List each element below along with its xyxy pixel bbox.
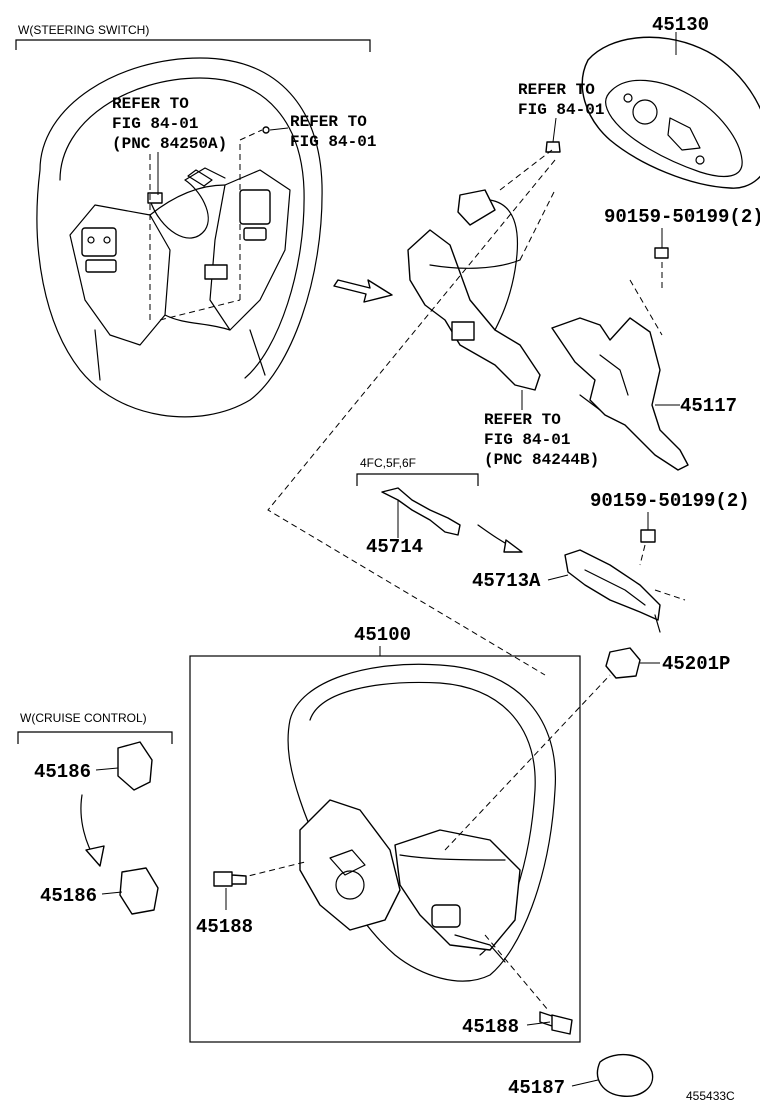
label-45714: 45714 [366, 536, 423, 558]
label-90159-top: 90159-50199(2) [604, 206, 760, 228]
label-45117: 45117 [680, 395, 737, 417]
label-45186-a: 45186 [34, 761, 91, 783]
label-45187: 45187 [508, 1077, 565, 1099]
variant-label: 4FC,5F,6F [360, 456, 416, 470]
cap-45187-icon [596, 1053, 654, 1097]
ref-c-line2: FIG 84-01 [518, 101, 604, 119]
screw-icon [545, 141, 561, 153]
nut-dashed-line [444, 674, 611, 851]
bolt-icon [654, 247, 669, 259]
part-45201p-nut: 45201P [605, 647, 730, 679]
label-45130: 45130 [652, 14, 709, 36]
steering-wheel-illustration [287, 663, 557, 982]
assembly-arrow-icon [333, 279, 393, 303]
cruise-control-group-label: W(CRUISE CONTROL) [20, 711, 147, 725]
label-45188-a: 45188 [196, 916, 253, 938]
bolt-mid-icon [640, 529, 656, 543]
assembly-dashed-line [267, 159, 556, 676]
bolt-a-dashed-line [239, 861, 306, 879]
part-45100-frame [189, 655, 581, 1043]
ref-a-line1: REFER TO [112, 95, 189, 113]
label-45186-b: 45186 [40, 885, 97, 907]
switch-45186-b-icon [119, 867, 159, 915]
steering-switch-group: W(STEERING SWITCH) [15, 23, 376, 418]
label-90159-mid: 90159-50199(2) [590, 490, 750, 512]
ref-d-line1: REFER TO [484, 411, 561, 429]
label-45713a: 45713A [472, 570, 541, 592]
part-90159-50199-top: 90159-50199(2) [604, 206, 760, 336]
part-45714-illustration [381, 487, 461, 536]
label-45100: 45100 [354, 624, 411, 646]
cruise-control-group: W(CRUISE CONTROL) 45186 45186 [17, 711, 173, 915]
refer-fig-84-01-c: REFER TO FIG 84-01 [518, 81, 604, 153]
part-45100-steering-wheel: 45100 45188 45188 [189, 624, 611, 1043]
part-45130-airbag-pad: 45130 [581, 14, 760, 189]
ref-d-line2: FIG 84-01 [484, 431, 570, 449]
part-45713a-cover: 45713A [472, 549, 661, 633]
steering-switch-bracket [15, 39, 371, 52]
bolt-b-dashed-line [484, 934, 549, 1011]
cruise-arrow-head-icon [85, 845, 105, 867]
part-45187-cap: 45187 [508, 1053, 654, 1099]
bolt-45188-a-icon [213, 871, 247, 887]
label-45188-b: 45188 [462, 1016, 519, 1038]
switch-45186-a-icon [117, 741, 153, 791]
part-90159-50199-mid: 90159-50199(2) [590, 490, 750, 601]
variant-arrow-head-icon [503, 539, 523, 553]
ref-b-line1: REFER TO [290, 113, 367, 131]
label-45201p: 45201P [662, 653, 730, 675]
refer-fig-84-01-pnc-84244b: REFER TO FIG 84-01 (PNC 84244B) [484, 390, 599, 469]
steering-pad-harness [407, 149, 556, 391]
ref-a-line3: (PNC 84250A) [112, 135, 227, 153]
steering-switch-assembly-illustration [36, 57, 323, 418]
variant-group-4fc-5f-6f: 4FC,5F,6F 45714 [356, 456, 479, 558]
nut-icon [605, 647, 641, 679]
part-45117-lower-cover: 45117 [551, 317, 737, 471]
ref-d-line3: (PNC 84244B) [484, 451, 599, 469]
refer-fig-84-01-b: REFER TO FIG 84-01 [269, 113, 376, 151]
steering-switch-group-label: W(STEERING SWITCH) [18, 23, 149, 37]
ref-a-line2: FIG 84-01 [112, 115, 198, 133]
diagram-id: 455433C [686, 1089, 735, 1103]
refer-fig-84-01-pnc-84250a: REFER TO FIG 84-01 (PNC 84250A) [112, 95, 227, 195]
ref-b-line2: FIG 84-01 [290, 133, 376, 151]
bolt-45188-b-icon [539, 1011, 573, 1035]
ref-c-line1: REFER TO [518, 81, 595, 99]
